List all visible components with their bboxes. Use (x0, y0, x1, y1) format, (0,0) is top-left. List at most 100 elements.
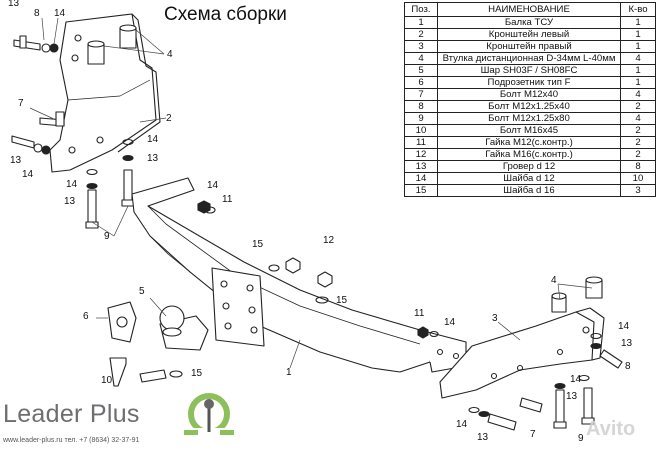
cell-pos: 14 (404, 172, 438, 185)
cell-qty: 10 (620, 172, 656, 185)
top-cut-text: ... (372, 0, 381, 3)
cell-name: Шайба d 16 (437, 184, 621, 197)
callout-label: 13 (621, 338, 633, 349)
cell-qty: 3 (620, 184, 656, 197)
cell-name: Гровер d 12 (437, 160, 621, 173)
callout-label: 14 (618, 321, 630, 332)
callout-label: 4 (167, 49, 173, 60)
cell-qty: 1 (620, 40, 656, 53)
watermark: Avito (586, 418, 636, 440)
callout-label: 15 (191, 368, 203, 379)
callout-label: 7 (18, 98, 24, 109)
cell-pos: 15 (404, 184, 438, 197)
cell-qty: 4 (620, 88, 656, 101)
callout-label: 12 (323, 235, 335, 246)
cell-name: Кронштейн левый (437, 28, 621, 41)
callout-label: 4 (551, 275, 557, 286)
callout-label: 3 (492, 313, 498, 324)
cell-pos: 9 (404, 112, 438, 125)
cell-qty: 8 (620, 160, 656, 173)
cell-qty: 1 (620, 28, 656, 41)
header-pos: Поз. (404, 2, 438, 17)
cell-name: Шайба d 12 (437, 172, 621, 185)
cell-pos: 4 (404, 52, 438, 65)
tow-plate (211, 267, 265, 347)
cell-pos: 12 (404, 148, 438, 161)
cell-pos: 6 (404, 76, 438, 89)
callout-label: 9 (578, 433, 584, 444)
callout-label: 9 (104, 231, 110, 242)
parts-table-header: Поз. НАИМЕНОВАНИЕ К-во (404, 2, 656, 17)
cell-name: Гайка М16(с.контр.) (437, 148, 621, 161)
callout-label: 14 (22, 169, 34, 180)
right-bracket (439, 311, 595, 399)
callout-label: 13 (477, 432, 489, 443)
cell-qty: 2 (620, 136, 656, 149)
cell-qty: 2 (620, 124, 656, 137)
cell-qty: 2 (620, 100, 656, 113)
callout-label: 13 (147, 153, 159, 164)
cell-pos: 7 (404, 88, 438, 101)
callout-label: 8 (34, 8, 40, 19)
cell-pos: 3 (404, 40, 438, 53)
callout-label: 14 (570, 374, 582, 385)
callout-label: 15 (336, 295, 348, 306)
contact-info: www.leader-plus.ru тел. +7 (8634) 32-37-… (3, 437, 140, 444)
cell-qty: 4 (620, 52, 656, 65)
cell-name: Втулка дистанционная D-34мм L-40мм (437, 52, 621, 65)
callout-label: 10 (101, 375, 113, 386)
cell-qty: 1 (620, 76, 656, 89)
header-qty: К-во (620, 2, 656, 17)
callout-label: 14 (456, 419, 468, 430)
callout-label: 8 (625, 361, 631, 372)
cell-name: Болт М12х1.25х40 (437, 100, 621, 113)
header-name: НАИМЕНОВАНИЕ (437, 2, 621, 17)
cell-name: Подрозетник тип F (437, 76, 621, 89)
callout-label: 11 (414, 308, 425, 319)
cell-pos: 13 (404, 160, 438, 173)
cell-name: Балка ТСУ (437, 16, 621, 29)
bolt-top-left (13, 39, 41, 51)
socket-plate (107, 301, 137, 343)
cell-name: Гайка М12(с.контр.) (437, 136, 621, 149)
cell-pos: 11 (404, 136, 438, 149)
leader-plus-logo-mark (184, 393, 234, 435)
cell-name: Болт М12х1.25х80 (437, 112, 621, 125)
callout-label: 11 (222, 194, 233, 205)
callout-label: 14 (444, 317, 456, 328)
cell-name: Кронштейн правый (437, 40, 621, 53)
left-bracket (49, 13, 157, 173)
cell-pos: 5 (404, 64, 438, 77)
cell-name: Болт М12х40 (437, 88, 621, 101)
brand-name: Leader Plus (3, 400, 140, 428)
callout-label: 6 (83, 311, 89, 322)
callout-label: 7 (530, 429, 536, 440)
cell-qty: 1 (620, 64, 656, 77)
cell-pos: 8 (404, 100, 438, 113)
callout-label: 14 (147, 134, 159, 145)
callout-label: 13 (10, 155, 22, 166)
cell-qty: 4 (620, 112, 656, 125)
callout-label: 13 (566, 391, 578, 402)
callout-label: 2 (166, 113, 172, 124)
callout-label: 5 (139, 286, 145, 297)
cell-qty: 2 (620, 148, 656, 161)
callout-label: 14 (66, 179, 78, 190)
